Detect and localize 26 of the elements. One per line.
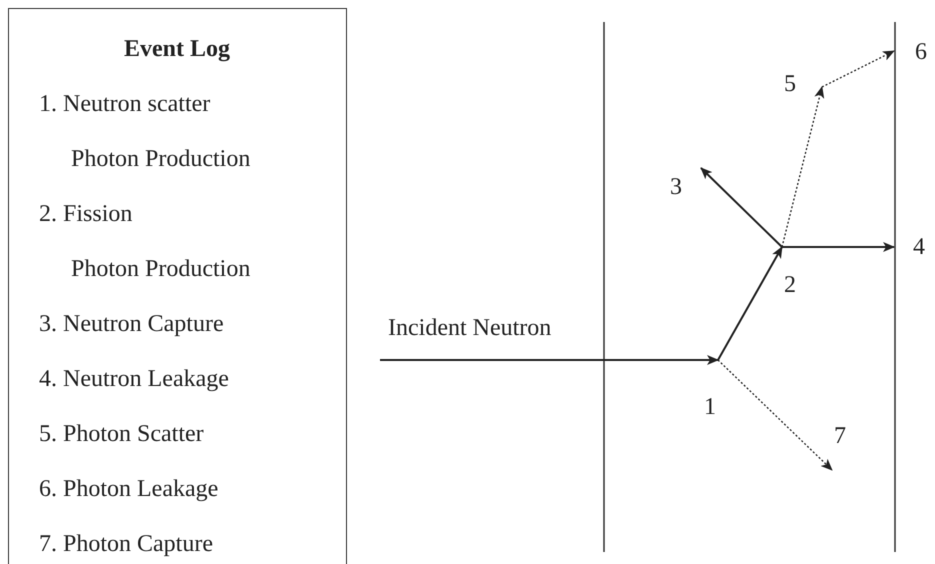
dotted-arrow [781,86,824,248]
event-log-panel [8,8,347,564]
arrow [380,355,719,365]
arrow [717,246,783,360]
event-number: 5 [784,70,796,98]
edge-label: Incident Neutron [388,314,552,342]
panel-title: Event Log [122,35,231,63]
event-list-item: 4. Neutron Leakage [39,365,229,393]
event-list-item: 7. Photon Capture [39,530,213,558]
event-list-item: 1. Neutron scatter [39,90,210,118]
event-list-item: 5. Photon Scatter [39,420,204,448]
event-number: 6 [915,38,927,66]
arrow [782,242,895,252]
event-number: 2 [784,271,796,299]
dotted-arrow [822,50,895,88]
event-number: 7 [834,422,846,450]
event-list-item: 2. Fission [39,200,132,228]
event-list-item: Photon Production [71,255,250,283]
event-number: 4 [913,233,925,261]
arrow [700,167,783,248]
event-number: 1 [704,393,716,421]
dotted-arrow [718,360,833,471]
event-list-item: 3. Neutron Capture [39,310,224,338]
event-list-item: 6. Photon Leakage [39,475,218,503]
event-number: 3 [670,173,682,201]
event-list-item: Photon Production [71,145,250,173]
